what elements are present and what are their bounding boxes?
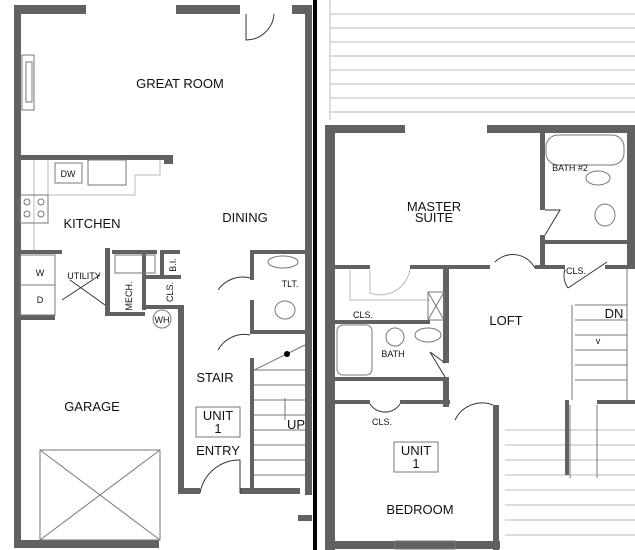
dining-label: DINING [222, 210, 268, 225]
first-floor-labels: GREAT ROOM KITCHEN DINING UTILITY W D DW… [36, 76, 305, 458]
kitchen-label: KITCHEN [63, 216, 120, 231]
up-label: UP [287, 417, 305, 432]
stair-treads-dn [569, 269, 628, 478]
stair-label: STAIR [196, 370, 233, 385]
master-suite-label-1: MASTER [407, 199, 461, 214]
closet-loft-label: CLS. [566, 266, 586, 276]
toilet-icon [385, 327, 405, 347]
sink-icon [87, 159, 127, 186]
built-in-label: B.I. [168, 258, 178, 272]
toilet-room-label: TLT. [282, 279, 299, 289]
parking-space [39, 449, 161, 541]
lavatory-icon [594, 203, 616, 227]
bath-label: BATH [381, 349, 404, 359]
water-heater-label: WH [155, 315, 170, 325]
dryer-icon [19, 284, 56, 316]
range-icon [19, 194, 49, 224]
unit-label-line2: 1 [214, 421, 221, 436]
deck-upper [329, 0, 635, 120]
unit-label-box-1 [195, 406, 241, 438]
lavatory-icon [414, 327, 442, 343]
washer-label: W [36, 268, 45, 278]
water-heater-icon [152, 309, 172, 329]
unit-label-box-2 [393, 441, 439, 473]
second-floor-labels: MASTER SUITE BATH #2 CLS. CLS. CLS. BATH… [353, 163, 623, 517]
unit-label-2-line1: UNIT [401, 443, 431, 458]
dryer-label: D [37, 295, 44, 305]
dishwasher-icon [54, 162, 83, 184]
entry-label: ENTRY [196, 443, 240, 458]
second-floor-walls [325, 125, 635, 550]
closet-master-label: CLS. [353, 310, 373, 320]
master-suite-label-2: SUITE [415, 210, 454, 225]
down-label: DN [605, 306, 624, 321]
first-floor-fixtures [19, 13, 306, 541]
garage-label: GARAGE [64, 399, 120, 414]
unit-label-line1: UNIT [203, 408, 233, 423]
unit-label-2-line2: 1 [412, 456, 419, 471]
stair-treads [253, 344, 306, 476]
shaft-icon [427, 291, 445, 321]
first-floor-walls [14, 5, 312, 548]
mech-label: MECH. [124, 282, 134, 311]
down-arrow-icon: v [596, 336, 601, 346]
toilet-icon [585, 170, 611, 186]
loft-label: LOFT [489, 313, 522, 328]
second-floor-fixtures [336, 134, 628, 550]
unit-divider [313, 0, 317, 550]
lavatory-icon [267, 255, 299, 269]
closet-bedroom-label: CLS. [372, 417, 392, 427]
utility-label: UTILITY [67, 271, 101, 281]
bedroom-label: BEDROOM [386, 502, 453, 517]
bath2-label: BATH #2 [552, 163, 588, 173]
dishwasher-label: DW [61, 169, 76, 179]
closet-label: CLS. [165, 282, 175, 302]
great-room-label: GREAT ROOM [136, 76, 224, 91]
tub-icon [336, 324, 373, 376]
tub-icon [545, 134, 625, 166]
toilet-icon [274, 300, 296, 320]
